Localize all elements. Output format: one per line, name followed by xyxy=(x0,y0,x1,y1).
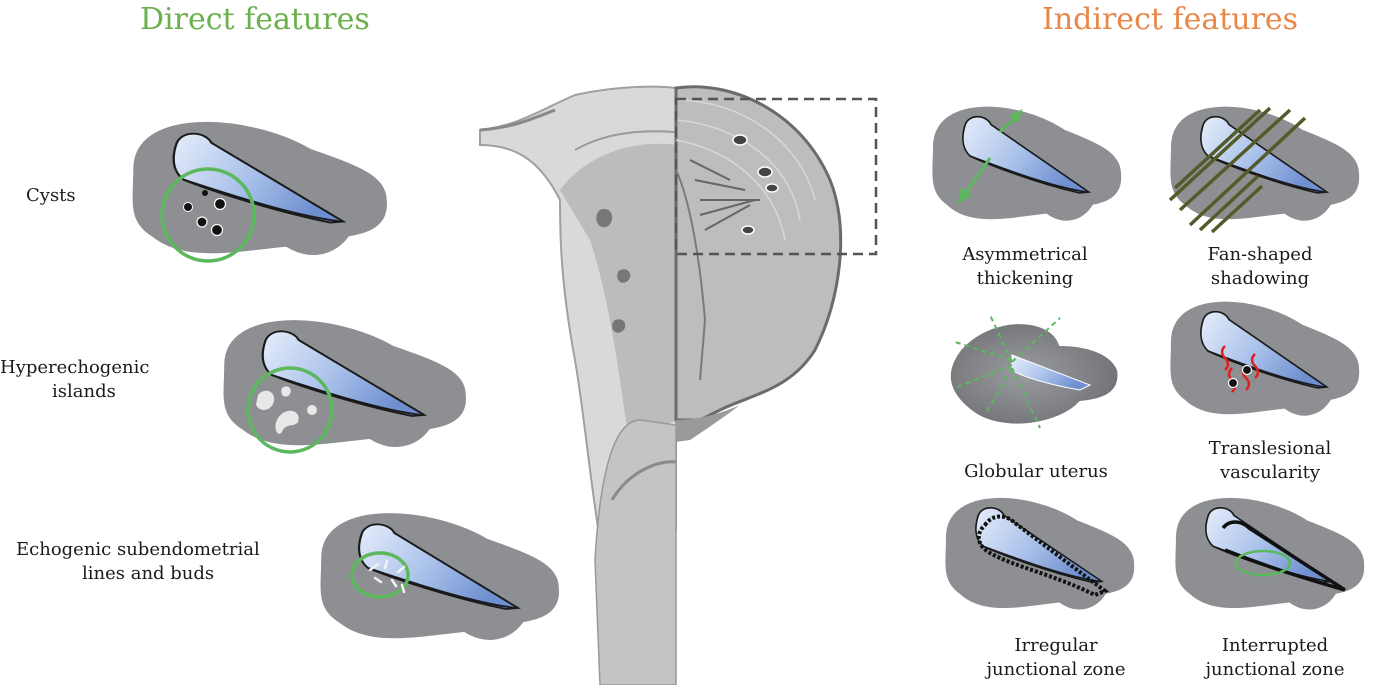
label-irregular-junctional-zone: Irregular junctional zone xyxy=(986,635,1126,680)
uterus-cross-section xyxy=(479,85,878,685)
translesional-vascularity-diagram xyxy=(1168,299,1362,418)
interrupted-junctional-zone-diagram xyxy=(1173,496,1367,612)
lines-buds-diagram xyxy=(318,510,562,643)
indirect-features-header: Indirect features xyxy=(1042,2,1299,37)
fan-shaped-shadowing-diagram xyxy=(1168,104,1362,234)
label-echogenic-lines-buds: Echogenic subendometrial lines and buds xyxy=(16,539,260,584)
label-globular-uterus: Globular uterus xyxy=(964,461,1108,482)
globular-uterus-diagram xyxy=(948,314,1120,429)
cysts-diagram xyxy=(130,119,390,263)
irregular-junctional-zone-diagram xyxy=(943,496,1137,612)
direct-features-header: Direct features xyxy=(140,2,370,37)
cyst-icon xyxy=(183,190,227,237)
arrow-icon xyxy=(957,109,1023,205)
label-asymmetrical-thickening: Asymmetrical thickening xyxy=(962,244,1088,289)
label-cysts: Cysts xyxy=(26,185,76,206)
label-fan-shaped-shadowing: Fan-shaped shadowing xyxy=(1207,244,1313,289)
islands-diagram xyxy=(221,317,469,454)
label-interrupted-junctional-zone: Interrupted junctional zone xyxy=(1205,635,1345,680)
label-translesional-vascularity: Translesional vascularity xyxy=(1208,438,1332,483)
asymmetrical-thickening-diagram xyxy=(930,104,1124,223)
label-hyperechogenic-islands: Hyperechogenic islands xyxy=(0,357,150,402)
